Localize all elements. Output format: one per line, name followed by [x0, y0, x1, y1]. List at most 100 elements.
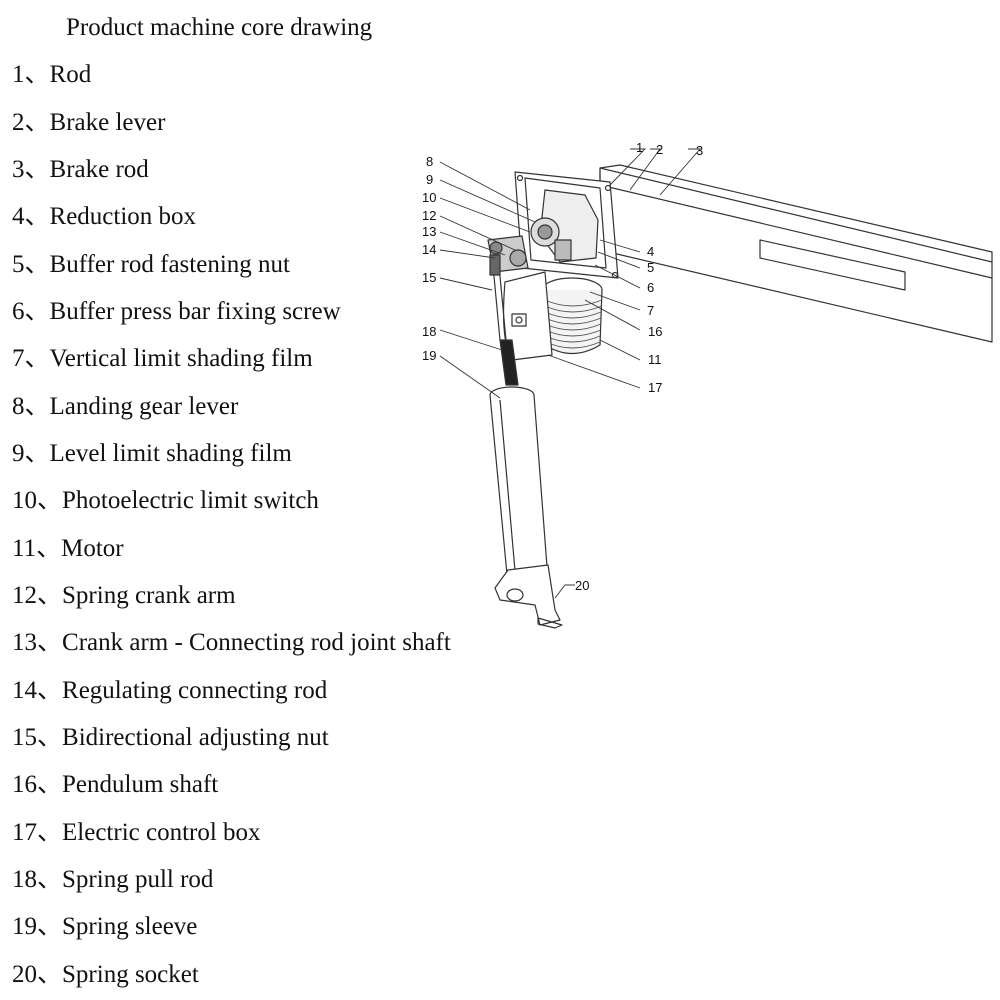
legend-number: 2: [12, 109, 25, 136]
legend-item: 10、Photoelectric limit switch: [12, 484, 319, 518]
legend-item: 7、Vertical limit shading film: [12, 342, 313, 376]
legend-separator: 、: [37, 487, 63, 514]
legend-item: 3、Brake rod: [12, 153, 149, 187]
callout-11: 11: [648, 352, 662, 367]
boom-arm: [599, 164, 993, 343]
legend-number: 11: [12, 535, 37, 562]
legend-number: 12: [12, 582, 37, 609]
legend-number: 9: [12, 440, 25, 467]
callout-7: 7: [647, 303, 654, 318]
legend-number: 7: [12, 345, 25, 372]
legend-item: 18、Spring pull rod: [12, 863, 213, 897]
legend-number: 3: [12, 156, 25, 183]
legend-label: Landing gear lever: [49, 393, 239, 420]
legend-label: Spring sleeve: [62, 913, 198, 940]
legend-number: 15: [12, 724, 37, 751]
legend-number: 10: [12, 487, 37, 514]
legend-separator: 、: [24, 156, 50, 183]
legend-label: Regulating connecting rod: [62, 677, 328, 704]
legend-number: 1: [12, 61, 25, 88]
legend-item: 12、Spring crank arm: [12, 579, 236, 613]
legend-label: Vertical limit shading film: [49, 345, 313, 372]
legend-separator: 、: [24, 251, 50, 278]
legend-number: 6: [12, 298, 25, 325]
legend-label: Crank arm - Connecting rod joint shaft: [62, 629, 451, 656]
parts-legend: 1、Rod 2、Brake lever 3、Brake rod 4、Reduct…: [12, 58, 451, 992]
callout-19: 19: [422, 348, 436, 363]
legend-label: Spring crank arm: [62, 582, 236, 609]
leader-lines: [439, 148, 701, 599]
legend-item: 1、Rod: [12, 58, 91, 92]
legend-separator: 、: [24, 298, 50, 325]
legend-separator: 、: [37, 724, 63, 751]
callout-13: 13: [422, 224, 436, 239]
legend-separator: 、: [37, 913, 63, 940]
legend-label: Spring socket: [62, 961, 199, 988]
legend-item: 4、Reduction box: [12, 200, 196, 234]
legend-separator: 、: [24, 109, 50, 136]
legend-number: 4: [12, 203, 25, 230]
legend-item: 14、Regulating connecting rod: [12, 674, 327, 708]
legend-item: 5、Buffer rod fastening nut: [12, 248, 290, 282]
callout-numbers: 1 2 3 4 5 6 7 8 9 10 11 12 13 14 15 16 1…: [422, 140, 703, 593]
legend-item: 13、Crank arm - Connecting rod joint shaf…: [12, 626, 451, 660]
legend-separator: 、: [24, 440, 50, 467]
legend-label: Motor: [61, 535, 124, 562]
legend-number: 20: [12, 961, 37, 988]
legend-item: 9、Level limit shading film: [12, 437, 292, 471]
legend-item: 15、Bidirectional adjusting nut: [12, 721, 329, 755]
callout-4: 4: [647, 244, 654, 259]
legend-label: Photoelectric limit switch: [62, 487, 319, 514]
callout-16: 16: [648, 324, 662, 339]
callout-2: 2: [656, 142, 663, 157]
spring-socket: [494, 564, 563, 629]
legend-label: Buffer press bar fixing screw: [49, 298, 341, 325]
callout-17: 17: [648, 380, 662, 395]
legend-item: 8、Landing gear lever: [12, 390, 238, 424]
legend-label: Level limit shading film: [49, 440, 292, 467]
callout-6: 6: [647, 280, 654, 295]
legend-number: 14: [12, 677, 37, 704]
legend-separator: 、: [24, 203, 50, 230]
legend-item: 16、Pendulum shaft: [12, 768, 218, 802]
legend-label: Bidirectional adjusting nut: [62, 724, 329, 751]
callout-12: 12: [422, 208, 436, 223]
legend-number: 5: [12, 251, 25, 278]
legend-label: Brake lever: [49, 109, 166, 136]
spring-pull-rod: [499, 339, 519, 386]
callout-8: 8: [426, 154, 433, 169]
legend-label: Rod: [49, 61, 92, 88]
legend-label: Spring pull rod: [62, 866, 214, 893]
legend-number: 18: [12, 866, 37, 893]
legend-separator: 、: [37, 961, 63, 988]
callout-9: 9: [426, 172, 433, 187]
legend-number: 13: [12, 629, 37, 656]
legend-label: Brake rod: [49, 156, 149, 183]
legend-number: 17: [12, 819, 37, 846]
legend-item: 2、Brake lever: [12, 106, 165, 140]
motor: [541, 277, 603, 355]
legend-item: 20、Spring socket: [12, 958, 199, 992]
legend-number: 8: [12, 393, 25, 420]
legend-number: 16: [12, 771, 37, 798]
legend-label: Electric control box: [62, 819, 261, 846]
callout-3: 3: [696, 143, 703, 158]
legend-item: 17、Electric control box: [12, 816, 261, 850]
callout-5: 5: [647, 260, 654, 275]
legend-separator: 、: [24, 393, 50, 420]
legend-number: 19: [12, 913, 37, 940]
legend-separator: 、: [24, 345, 50, 372]
callout-1: 1: [636, 140, 643, 155]
spring-sleeve: [489, 386, 549, 586]
legend-separator: 、: [37, 629, 63, 656]
legend-label: Reduction box: [49, 203, 197, 230]
legend-item: 6、Buffer press bar fixing screw: [12, 295, 341, 329]
callout-20: 20: [575, 578, 589, 593]
legend-separator: 、: [37, 677, 63, 704]
callout-10: 10: [422, 190, 436, 205]
regulating-connecting-rod: [489, 254, 507, 341]
reduction-box: [514, 171, 619, 279]
diagram-title: Product machine core drawing: [66, 14, 373, 41]
legend-separator: 、: [37, 866, 63, 893]
